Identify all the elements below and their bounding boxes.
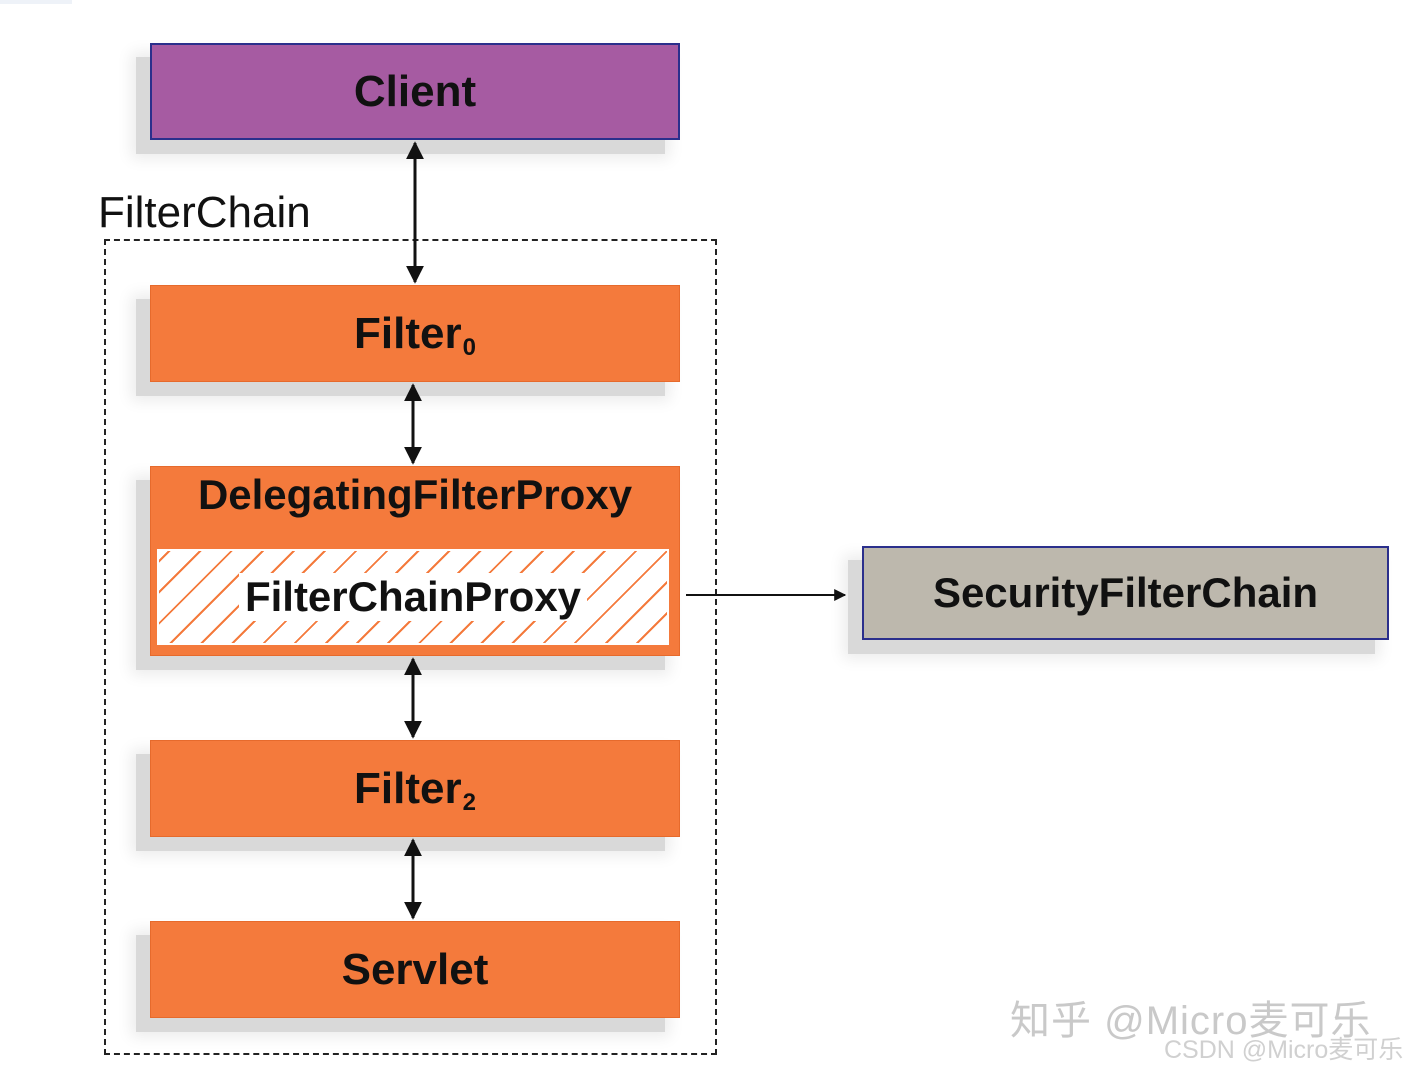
delegating-filter-proxy-node: DelegatingFilterProxy FilterChainProxy [150, 466, 680, 656]
filter-chain-label: FilterChain [98, 188, 311, 237]
filter0-label: Filter [354, 308, 462, 358]
corner-mark [0, 0, 72, 4]
delegating-filter-proxy-label: DelegatingFilterProxy [197, 471, 633, 518]
filter2-label: Filter [354, 763, 462, 813]
filter2-subscript: 2 [462, 788, 476, 816]
filter0-subscript: 0 [462, 333, 476, 361]
servlet-label: Servlet [341, 944, 489, 994]
security-filter-chain-node: SecurityFilterChain [862, 546, 1389, 640]
servlet-node: Servlet [150, 921, 680, 1018]
csdn-watermark: CSDN @Micro麦可乐 [1164, 1036, 1404, 1064]
filter-chain-proxy-label: FilterChainProxy [238, 573, 588, 621]
client-node: Client [150, 43, 680, 140]
client-label: Client [353, 66, 477, 116]
security-filter-chain-label: SecurityFilterChain [932, 569, 1319, 616]
filter-chain-proxy-node: FilterChainProxy [157, 549, 669, 645]
zhihu-watermark: 知乎 @Micro麦可乐 [1010, 999, 1372, 1043]
